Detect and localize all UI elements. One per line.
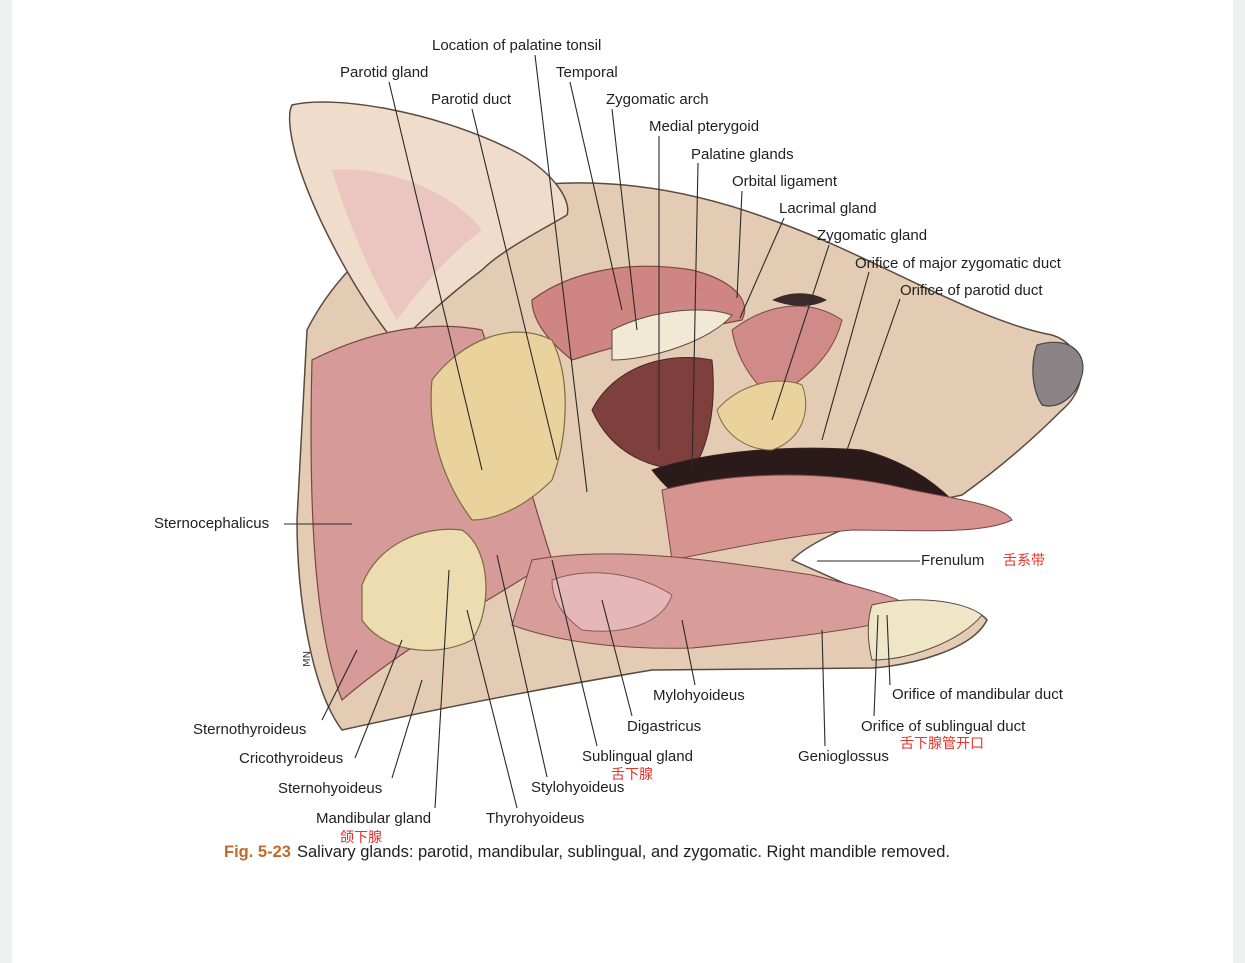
label-cricothyroideus: Cricothyroideus bbox=[239, 750, 344, 767]
zygomatic-arch-bone bbox=[611, 309, 733, 361]
label-orbital-ligament: Orbital ligament bbox=[732, 173, 838, 190]
label-zygomatic-gland: Zygomatic gland bbox=[817, 227, 928, 244]
tongue bbox=[661, 474, 1013, 561]
orbit-muscle bbox=[731, 305, 843, 401]
ear-inner-shading bbox=[332, 169, 482, 320]
figure-number: Fig. 5-23 bbox=[224, 843, 291, 861]
label-medial-pterygoid: Medial pterygoid bbox=[649, 118, 760, 135]
label-mandibular-gland: Mandibular gland bbox=[316, 810, 432, 827]
pterygoid-cavity bbox=[591, 356, 714, 471]
label-location-palatine-tonsil: Location of palatine tonsil bbox=[432, 37, 602, 54]
label-frenulum: Frenulum bbox=[921, 552, 985, 569]
eye bbox=[772, 293, 827, 306]
caption-text: Salivary glands: parotid, mandibular, su… bbox=[296, 843, 950, 861]
annotation-frenulum-cn: 舌系带 bbox=[1003, 553, 1045, 569]
label-parotid-gland: Parotid gland bbox=[340, 64, 429, 81]
label-mylohyoideus: Mylohyoideus bbox=[653, 687, 745, 704]
label-sublingual-gland: Sublingual gland bbox=[582, 748, 693, 765]
label-orifice-parotid-duct: Orifice of parotid duct bbox=[900, 282, 1043, 299]
label-sternocephalicus: Sternocephalicus bbox=[154, 515, 270, 532]
mandible-tip bbox=[867, 599, 983, 661]
mandibular-gland-shape bbox=[361, 528, 487, 651]
annotation-sublingual-duct-orifice-cn: 舌下腺管开口 bbox=[900, 736, 984, 752]
temporal-muscle bbox=[531, 265, 746, 361]
annotation-sublingual-gland-cn: 舌下腺 bbox=[611, 767, 653, 783]
label-genioglossus: Genioglossus bbox=[798, 748, 889, 765]
nose-shape bbox=[1032, 341, 1084, 407]
label-lacrimal-gland: Lacrimal gland bbox=[779, 200, 877, 217]
annotation-mandibular-gland-cn: 颌下腺 bbox=[340, 830, 382, 846]
artist-signature: MN bbox=[302, 651, 313, 667]
label-stylohyoideus: Stylohyoideus bbox=[531, 779, 625, 796]
parotid-gland-shape bbox=[430, 331, 566, 521]
label-palatine-glands: Palatine glands bbox=[691, 146, 794, 163]
label-sternohyoideus: Sternohyoideus bbox=[278, 780, 383, 797]
label-zygomatic-arch: Zygomatic arch bbox=[606, 91, 709, 108]
label-parotid-duct: Parotid duct bbox=[431, 91, 512, 108]
zygomatic-gland-shape bbox=[716, 380, 807, 451]
dog-head-illustration: MN bbox=[284, 54, 1084, 809]
label-temporal: Temporal bbox=[556, 64, 618, 81]
page: MN Location of palatine tonsil Parotid g… bbox=[12, 0, 1233, 963]
label-orifice-major-zygomatic-duct: Orifice of major zygomatic duct bbox=[855, 255, 1061, 272]
label-digastricus: Digastricus bbox=[627, 718, 702, 735]
label-orifice-mandibular-duct: Orifice of mandibular duct bbox=[892, 686, 1063, 703]
label-thyrohyoideus: Thyrohyoideus bbox=[486, 810, 585, 827]
label-sternothyroideus: Sternothyroideus bbox=[193, 721, 307, 738]
figure-caption: Fig. 5-23 Salivary glands: parotid, mandi… bbox=[224, 843, 950, 862]
leader-lines bbox=[284, 54, 920, 809]
label-orifice-sublingual-duct: Orifice of sublingual duct bbox=[861, 718, 1026, 735]
